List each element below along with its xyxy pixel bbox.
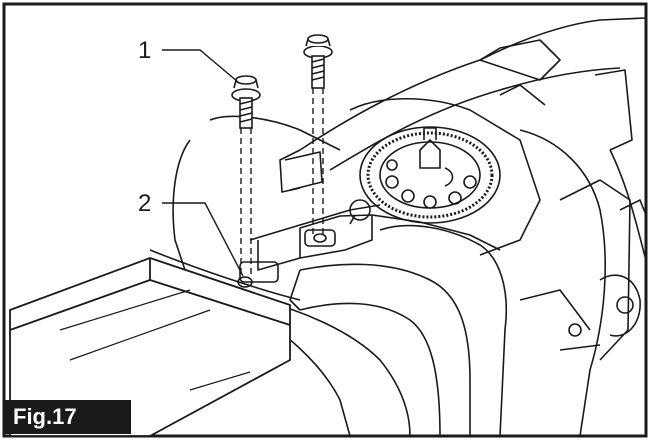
mechanism-body [172,97,541,288]
grip-bar [149,224,508,437]
figure-label: Fig.17 [5,400,131,434]
bolt-right [303,34,333,89]
machine-housing [299,17,647,437]
gear [359,126,501,224]
bolt-left [231,75,261,129]
cover-block [9,257,291,437]
leader-lines [162,49,244,277]
alignment-lines [240,88,324,275]
callout-1-number: 1 [138,37,151,64]
callout-2-number: 2 [138,190,151,217]
